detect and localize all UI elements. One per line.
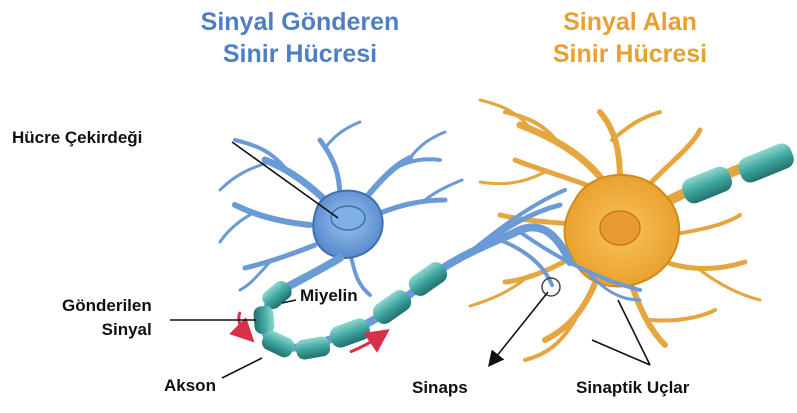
label-synaptic-terminals: Sinaptik Uçlar bbox=[576, 378, 689, 398]
label-axon: Akson bbox=[164, 376, 216, 396]
label-synapse: Sinaps bbox=[412, 378, 468, 398]
receiver-nucleus bbox=[600, 211, 640, 245]
sender-title-line-2: Sinir Hücresi bbox=[150, 38, 450, 70]
label-sent-signal: Gönderilen Sinyal bbox=[62, 294, 152, 342]
sender-title: Sinyal Gönderen Sinir Hücresi bbox=[150, 6, 450, 70]
label-myelin: Miyelin bbox=[300, 286, 358, 306]
receiver-title-line-1: Sinyal Alan bbox=[480, 6, 780, 38]
sender-nucleus bbox=[331, 206, 365, 230]
label-nucleus: Hücre Çekirdeği bbox=[12, 128, 142, 148]
label-sent-signal-line-1: Gönderilen bbox=[62, 294, 152, 318]
receiver-title-line-2: Sinir Hücresi bbox=[480, 38, 780, 70]
myelin-sheath bbox=[253, 259, 451, 361]
receiver-title: Sinyal Alan Sinir Hücresi bbox=[480, 6, 780, 70]
sender-title-line-1: Sinyal Gönderen bbox=[150, 6, 450, 38]
label-sent-signal-line-2: Sinyal bbox=[62, 318, 152, 342]
receiver-axon bbox=[660, 140, 797, 206]
